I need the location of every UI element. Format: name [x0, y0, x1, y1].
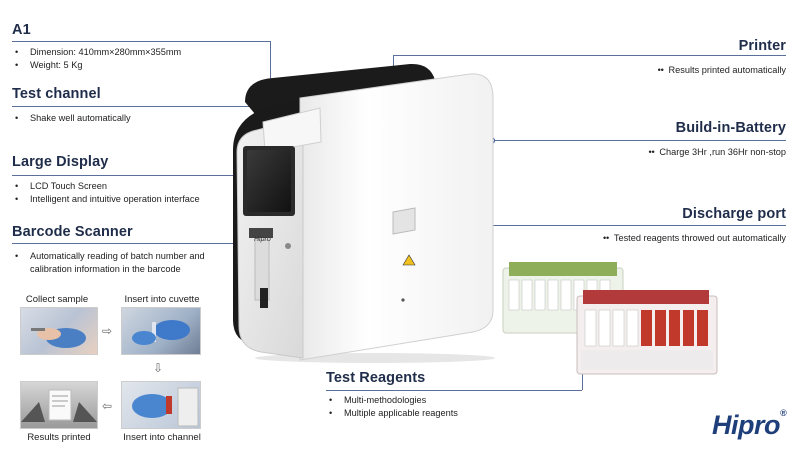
section-title: Test Reagents: [326, 370, 426, 386]
section-a1: A1 Dimension: 410mm×280mm×355mm Weight: …: [12, 22, 181, 71]
section-test-channel: Test channel Shake well automatically: [12, 86, 131, 125]
bullet-item: Automatically reading of batch number an…: [12, 250, 205, 275]
section-discharge: Discharge port • Tested reagents throwed…: [603, 206, 786, 245]
section-title: Large Display: [12, 154, 109, 170]
registered-mark: ®: [780, 408, 787, 418]
bullet-item: Intelligent and intuitive operation inte…: [12, 193, 200, 206]
photo-insert-cuvette: [121, 307, 201, 355]
section-battery: Build-in-Battery • Charge 3Hr ,run 36Hr …: [648, 120, 786, 159]
bullet-item: • Tested reagents throwed out automatica…: [603, 232, 786, 245]
connector-line: [12, 41, 270, 42]
section-title: Printer: [738, 38, 786, 54]
bullet-list: • Results printed automatically: [658, 64, 786, 77]
bullet-list: Automatically reading of batch number an…: [12, 250, 205, 275]
connector-line: [406, 225, 786, 226]
hipro-logo: Hipro®: [712, 408, 787, 441]
connector-line: [12, 175, 270, 176]
bullet-item: • Charge 3Hr ,run 36Hr non-stop: [648, 146, 786, 159]
device-screen-brand: Hipro: [254, 236, 271, 243]
connector-line: [326, 390, 582, 391]
bullet-item: LCD Touch Screen: [12, 180, 200, 193]
flow-label-insert-channel: Insert into channel: [123, 432, 201, 443]
arrow-left-icon: ⇦: [102, 399, 113, 413]
section-title: Discharge port: [682, 206, 786, 222]
photo-collect-sample: [20, 307, 98, 355]
bullet-list: Multi-methodologies Multiple applicable …: [326, 394, 458, 419]
flow-label-collect: Collect sample: [25, 294, 89, 305]
arrow-down-icon: ⇩: [153, 361, 164, 375]
arrow-right-icon: ⇨: [102, 324, 113, 338]
section-title: Test channel: [12, 86, 101, 102]
bullet-item: Dimension: 410mm×280mm×355mm: [12, 46, 181, 59]
logo-text: Hipro: [712, 410, 781, 440]
connector-line: [12, 243, 270, 244]
connector-line: [270, 41, 271, 93]
section-printer: Printer • Results printed automatically: [658, 38, 786, 77]
photo-results-printed: [20, 381, 98, 429]
section-title: Build-in-Battery: [675, 120, 786, 136]
reagent-boxes: [502, 262, 718, 375]
section-title: A1: [12, 22, 31, 38]
bullet-list: • Tested reagents throwed out automatica…: [603, 232, 786, 245]
bullet-list: • Charge 3Hr ,run 36Hr non-stop: [648, 146, 786, 159]
bullet-item: • Results printed automatically: [658, 64, 786, 77]
analyzer-device: [233, 63, 495, 363]
bullet-list: Shake well automatically: [12, 112, 131, 125]
section-reagents: Test Reagents Multi-methodologies Multip…: [326, 370, 458, 419]
section-barcode-scanner: Barcode Scanner Automatically reading of…: [12, 224, 205, 275]
bullet-list: Dimension: 410mm×280mm×355mm Weight: 5 K…: [12, 46, 181, 71]
connector-line: [393, 55, 786, 56]
flow-label-results: Results printed: [27, 432, 91, 443]
bullet-item: Shake well automatically: [12, 112, 131, 125]
bullet-item: Multi-methodologies: [326, 394, 458, 407]
bullet-item: Weight: 5 Kg: [12, 59, 181, 72]
bullet-item: Multiple applicable reagents: [326, 407, 458, 420]
connector-line: [12, 106, 314, 107]
photo-insert-channel: [121, 381, 201, 429]
flow-label-insert-cuvette: Insert into cuvette: [124, 294, 200, 305]
bullet-list: LCD Touch Screen Intelligent and intuiti…: [12, 180, 200, 205]
connector-line: [493, 140, 786, 141]
section-large-display: Large Display LCD Touch Screen Intellige…: [12, 154, 200, 205]
section-title: Barcode Scanner: [12, 224, 133, 240]
